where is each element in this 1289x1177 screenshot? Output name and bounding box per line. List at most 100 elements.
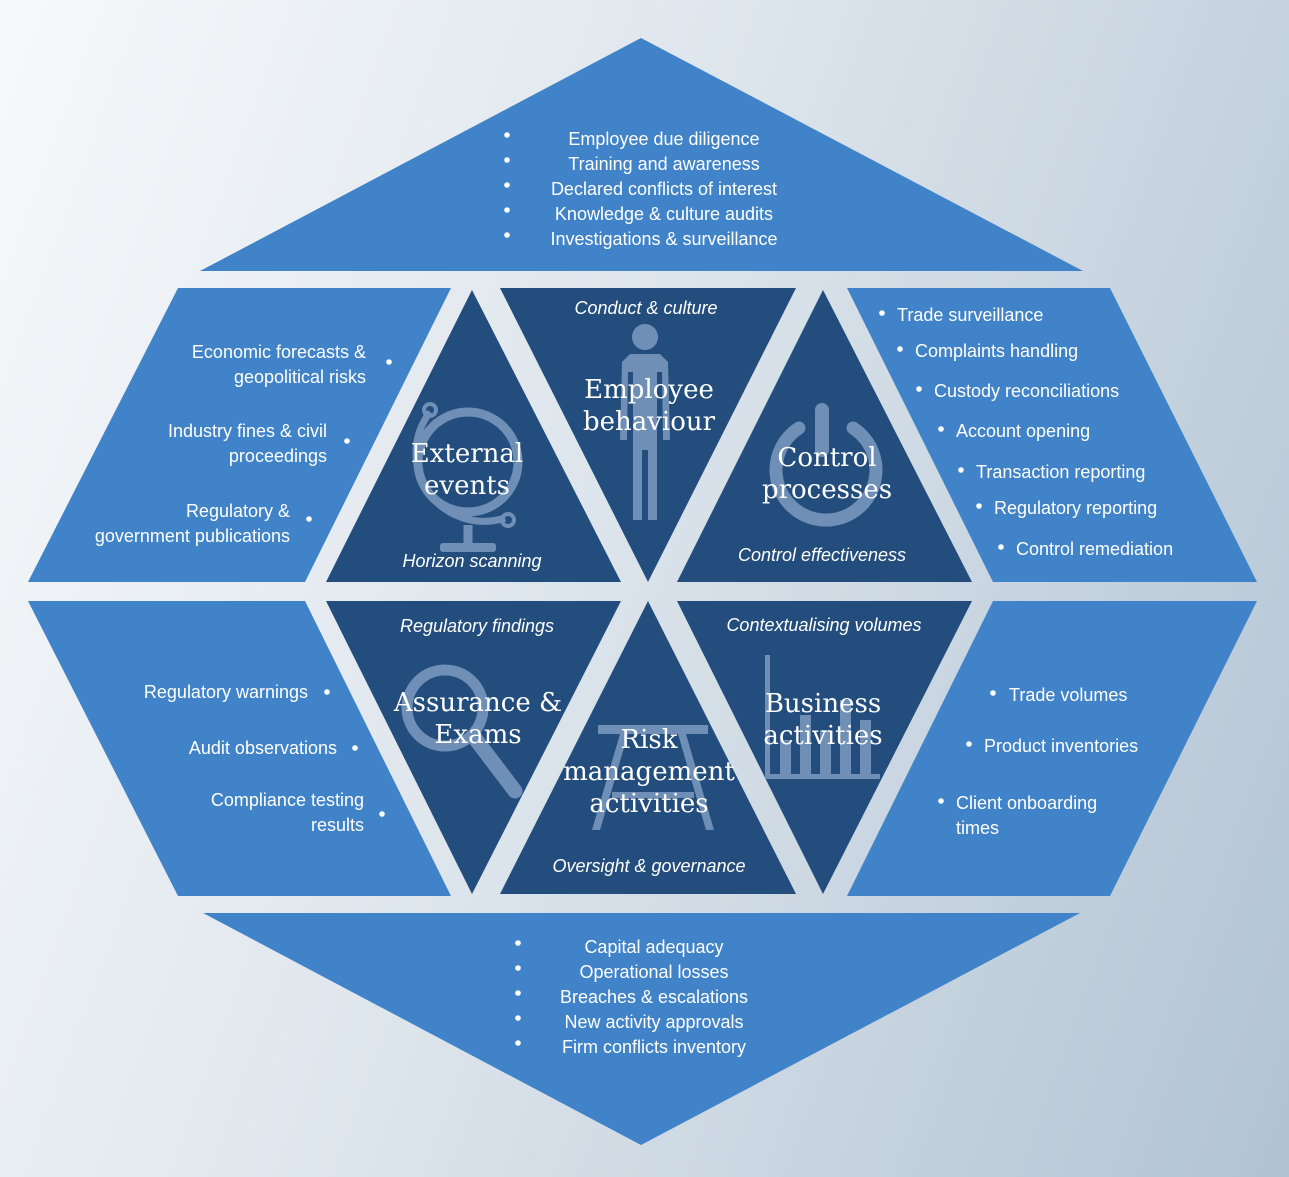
svg-text:Client onboarding: Client onboarding — [956, 793, 1097, 813]
lower-left-panel-list: Regulatory warnings Audit observations C… — [144, 682, 385, 835]
caption-control-effectiveness: Control effectiveness — [738, 545, 906, 565]
list-item: Trade volumes — [990, 685, 1127, 705]
svg-text:Employee due diligence: Employee due diligence — [568, 129, 759, 149]
upper-left-panel-list: Economic forecasts & geopolitical risks … — [95, 342, 392, 546]
svg-text:Trade surveillance: Trade surveillance — [897, 305, 1043, 325]
svg-text:Regulatory &: Regulatory & — [186, 501, 290, 521]
list-item: Regulatory & government publications — [95, 501, 312, 546]
svg-text:Economic forecasts &: Economic forecasts & — [192, 342, 366, 362]
svg-text:Industry fines & civil: Industry fines & civil — [168, 421, 327, 441]
svg-text:Custody reconciliations: Custody reconciliations — [934, 381, 1119, 401]
top-panel-list: Employee due diligence Training and awar… — [504, 129, 778, 249]
svg-text:Declared conflicts of interest: Declared conflicts of interest — [551, 179, 777, 199]
svg-text:behaviour: behaviour — [583, 407, 716, 437]
list-item: Trade surveillance — [879, 305, 1043, 325]
list-item: Economic forecasts & geopolitical risks — [192, 342, 392, 387]
power-icon — [769, 403, 883, 527]
list-item: Transaction reporting — [958, 462, 1145, 482]
svg-text:Exams: Exams — [434, 720, 521, 750]
bar-chart-icon — [765, 655, 880, 779]
control-processes-title: Control processes — [762, 443, 892, 505]
bottom-panel-list: Capital adequacy Operational losses Brea… — [515, 937, 748, 1057]
employee-behaviour-title: Employee behaviour — [583, 375, 716, 437]
magnifier-icon — [401, 664, 523, 799]
svg-text:Compliance testing: Compliance testing — [211, 790, 364, 810]
caption-oversight-governance: Oversight & governance — [552, 856, 745, 876]
list-item: New activity approvals — [515, 1012, 744, 1032]
svg-text:Control remediation: Control remediation — [1016, 539, 1173, 559]
svg-text:Business: Business — [765, 689, 881, 719]
list-item: Control remediation — [998, 539, 1173, 559]
svg-text:times: times — [956, 818, 999, 838]
svg-text:Operational losses: Operational losses — [579, 962, 728, 982]
svg-text:Account opening: Account opening — [956, 421, 1090, 441]
list-item: Regulatory reporting — [976, 498, 1157, 518]
list-item: Employee due diligence — [504, 129, 760, 149]
list-item: Complaints handling — [897, 341, 1078, 361]
external-events-title: External events — [411, 439, 523, 501]
svg-text:Firm conflicts inventory: Firm conflicts inventory — [562, 1037, 746, 1057]
svg-text:Assurance &: Assurance & — [393, 688, 562, 718]
svg-text:Training and awareness: Training and awareness — [568, 154, 759, 174]
list-item: Breaches & escalations — [515, 987, 748, 1007]
list-item: Regulatory warnings — [144, 682, 330, 702]
caption-contextualising-volumes: Contextualising volumes — [726, 615, 921, 635]
list-item: Client onboarding times — [938, 793, 1097, 838]
list-item: Compliance testing results — [211, 790, 385, 835]
upper-left-panel — [28, 288, 451, 582]
caption-conduct-culture: Conduct & culture — [574, 298, 717, 318]
svg-text:Regulatory warnings: Regulatory warnings — [144, 682, 308, 702]
svg-text:management: management — [563, 757, 735, 787]
svg-text:Audit observations: Audit observations — [189, 738, 337, 758]
svg-text:Regulatory reporting: Regulatory reporting — [994, 498, 1157, 518]
list-item: Training and awareness — [504, 154, 760, 174]
triangle-risk-management — [500, 601, 796, 894]
list-item: Industry fines & civil proceedings — [168, 421, 350, 466]
svg-text:geopolitical risks: geopolitical risks — [234, 367, 366, 387]
lower-left-panel — [28, 601, 451, 896]
list-item: Declared conflicts of interest — [504, 179, 777, 199]
list-item: Audit observations — [189, 738, 358, 758]
list-item: Account opening — [938, 421, 1090, 441]
svg-text:government publications: government publications — [95, 526, 290, 546]
svg-text:activities: activities — [589, 789, 708, 819]
svg-text:Breaches & escalations: Breaches & escalations — [560, 987, 748, 1007]
svg-text:Transaction reporting: Transaction reporting — [976, 462, 1145, 482]
svg-text:Complaints handling: Complaints handling — [915, 341, 1078, 361]
svg-text:processes: processes — [762, 475, 892, 505]
business-activities-title: Business activities — [763, 689, 882, 751]
upper-right-panel-list: Trade surveillance Complaints handling C… — [879, 305, 1173, 559]
assurance-exams-title: Assurance & Exams — [393, 688, 562, 750]
list-item: Custody reconciliations — [916, 381, 1119, 401]
upper-right-panel — [847, 288, 1257, 582]
svg-text:Knowledge & culture audits: Knowledge & culture audits — [555, 204, 773, 224]
list-item: Knowledge & culture audits — [504, 204, 773, 224]
svg-text:New activity approvals: New activity approvals — [564, 1012, 743, 1032]
caption-horizon-scanning: Horizon scanning — [402, 551, 541, 571]
lower-right-panel-list: Trade volumes Product inventories Client… — [938, 685, 1138, 838]
list-item: Firm conflicts inventory — [515, 1037, 746, 1057]
person-icon — [620, 324, 670, 520]
svg-text:results: results — [311, 815, 364, 835]
top-panel — [200, 38, 1083, 271]
svg-text:Risk: Risk — [621, 725, 678, 755]
caption-regulatory-findings: Regulatory findings — [400, 616, 554, 636]
lower-right-panel — [847, 601, 1257, 896]
svg-text:Capital adequacy: Capital adequacy — [584, 937, 723, 957]
svg-text:Trade volumes: Trade volumes — [1009, 685, 1127, 705]
svg-text:External: External — [411, 439, 523, 469]
globe-icon — [412, 402, 523, 552]
triangle-external-events — [326, 290, 621, 582]
svg-text:Product inventories: Product inventories — [984, 736, 1138, 756]
svg-text:Control: Control — [777, 443, 876, 473]
table-icon — [592, 725, 714, 830]
risk-management-title: Risk management activities — [563, 725, 735, 819]
svg-text:proceedings: proceedings — [229, 446, 327, 466]
svg-text:activities: activities — [763, 721, 882, 751]
list-item: Investigations & surveillance — [504, 229, 778, 249]
svg-text:Investigations & surveillance: Investigations & surveillance — [550, 229, 777, 249]
svg-text:Employee: Employee — [584, 375, 714, 405]
list-item: Product inventories — [966, 736, 1138, 756]
bottom-panel — [203, 913, 1080, 1145]
